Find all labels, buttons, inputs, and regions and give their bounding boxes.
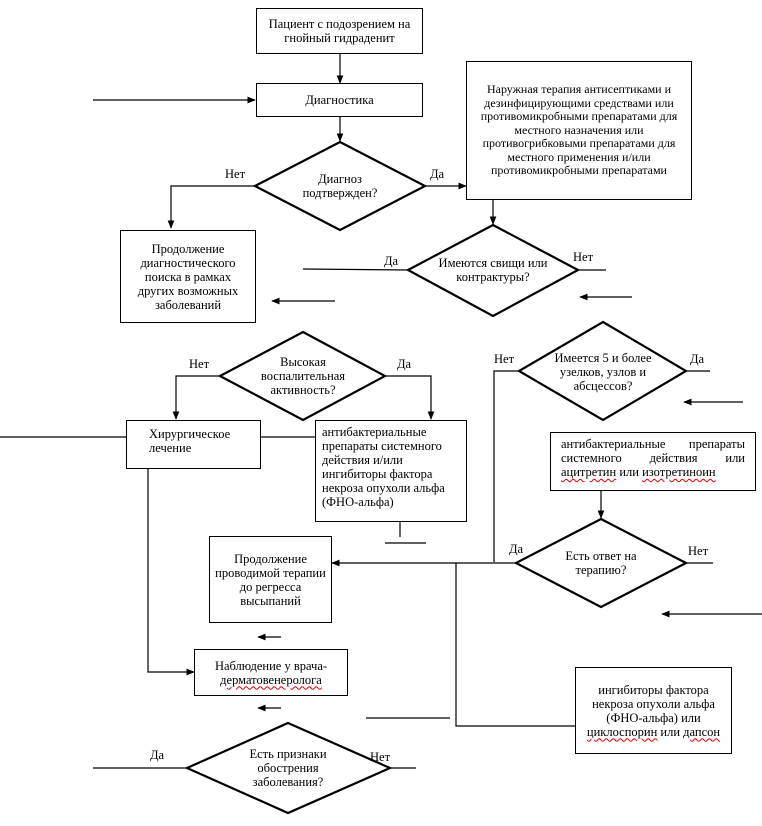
label-no-confirmed: Нет	[225, 167, 246, 181]
label-yes-confirmed: Да	[430, 167, 445, 181]
label-no-exacerbation: Нет	[370, 750, 391, 764]
edge-confirmed-no	[167, 185, 255, 229]
node-continue-search: Продолжение диагностического поиска в ра…	[120, 230, 256, 323]
decision-diagnosis-confirmed	[252, 140, 428, 232]
label-no-response: Нет	[688, 544, 709, 558]
antibacterial-right-text: антибактериальные препараты системного д…	[561, 437, 745, 479]
label-yes-nodules: Да	[690, 352, 705, 366]
antibacterial-right-acitretin: ацитретин	[561, 465, 617, 479]
decision-exacerbation-text: Есть признаки обострения заболевания?	[249, 747, 327, 789]
node-observation: Наблюдение у врача- дерматовенеролога	[194, 649, 348, 696]
label-yes-exacerbation: Да	[150, 748, 165, 762]
decision-nodules	[516, 320, 689, 422]
label-no-nodules: Нет	[494, 352, 515, 366]
node-external-therapy: Наружная терапия антисептиками и дезинфи…	[466, 61, 692, 200]
edge-nodules-no	[493, 370, 519, 562]
label-yes-fistulas: Да	[384, 254, 399, 268]
label-no-fistulas: Нет	[573, 250, 594, 264]
edge-inflammation-yes	[385, 375, 435, 420]
decision-inflammation-text: Высокая воспалительная активность?	[260, 355, 346, 397]
tnf-alternatives-text: ингибиторы фактора некроза опухоли альфа…	[580, 683, 727, 739]
label-no-inflammation: Нет	[189, 357, 210, 371]
decision-response	[513, 517, 689, 609]
tnf-alternatives-line-a: ингибиторы фактора некроза опухоли альфа…	[592, 682, 715, 725]
observation-line-b: дерматовенеролога	[220, 672, 322, 687]
antibacterial-right-isotretinoin: изотретиноин	[642, 465, 716, 479]
node-diagnostics: Диагностика	[256, 83, 423, 117]
decision-exacerbation	[184, 721, 393, 815]
node-antibacterial-tnf: антибактериальные препараты системного д…	[315, 420, 467, 522]
edge-fistulas-yes	[302, 268, 409, 271]
tnf-alternatives-or: или	[657, 724, 684, 739]
tnf-alternatives-cyclosporine: циклоспорин	[586, 724, 658, 739]
label-yes-inflammation: Да	[397, 357, 412, 371]
decision-fistulas-text: Имеются свищи или контрактуры?	[438, 256, 548, 284]
edge-surgical-observation	[147, 469, 195, 676]
node-continue-therapy: Продолжение проводимой терапии до регрес…	[209, 536, 332, 623]
antibacterial-right-line1: антибактериальные препараты системного д…	[561, 437, 745, 465]
decision-nodules-text: Имеется 5 и более узелков, узлов и абсце…	[554, 351, 652, 393]
decision-response-text: Есть ответ на терапию?	[565, 549, 637, 577]
decision-inflammation	[217, 330, 388, 422]
edge-inflammation-no	[172, 375, 220, 420]
edge-response-tnf	[455, 563, 576, 727]
decision-fistulas	[405, 223, 581, 318]
antibacterial-right-or: или	[616, 465, 643, 479]
node-start: Пациент с подозрением на гнойный гидраде…	[256, 8, 423, 54]
decision-diagnosis-confirmed-text: Диагноз подтвержден?	[302, 172, 378, 200]
node-surgical: Хирургическое лечение	[126, 420, 261, 469]
node-tnf-alternatives: ингибиторы фактора некроза опухоли альфа…	[575, 667, 732, 754]
node-antibacterial-right: антибактериальные препараты системного д…	[550, 432, 756, 491]
observation-line-a: Наблюдение у врача-	[214, 658, 328, 673]
label-yes-response: Да	[509, 542, 524, 556]
tnf-alternatives-dapsone: дапсон	[683, 724, 721, 739]
